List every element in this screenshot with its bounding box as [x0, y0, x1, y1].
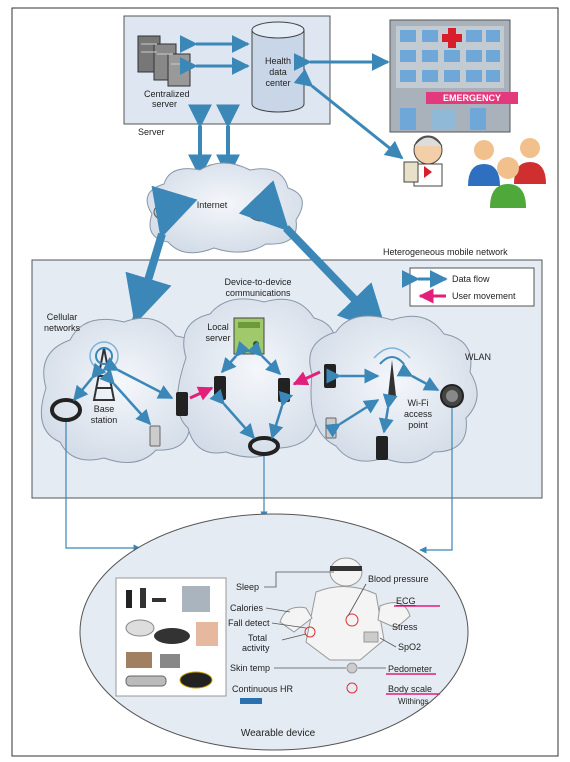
label-stress: Stress [392, 622, 418, 632]
health-data-center-label: Health [265, 56, 291, 66]
doctor-icon [403, 135, 443, 187]
fitness-band-icon [248, 436, 280, 456]
flow-arrow [268, 390, 294, 440]
centralized-server-label: Centralized [144, 89, 190, 99]
local-server-icon [233, 317, 265, 355]
flow-arrow [238, 180, 388, 334]
cellular-label-2: networks [44, 323, 81, 333]
fitness-band-icon [50, 398, 82, 422]
phone-icon [376, 436, 388, 460]
flow-arrow [209, 388, 255, 440]
label-ecg: ECG [396, 596, 416, 606]
movement-arrow [292, 370, 321, 386]
d2d-label-2: communications [225, 288, 291, 298]
wlan-label: WLAN [465, 352, 491, 362]
router-icon [247, 202, 277, 222]
wifi-label-2: access [404, 409, 433, 419]
connector-line [65, 422, 141, 552]
internet-label: Internet [197, 200, 228, 210]
legend-user-movement: User movement [452, 291, 516, 301]
hospital-sign: EMERGENCY [443, 93, 501, 103]
leader-line [379, 637, 397, 648]
server-title: Server [138, 127, 165, 137]
label-withings: Withings [398, 697, 429, 706]
flow-arrow [293, 68, 404, 160]
wifi-access-point-icon [373, 347, 411, 396]
label-blood-pressure: Blood pressure [368, 574, 429, 584]
server-panel: Centralized server Health data center [123, 15, 331, 125]
flow-arrow [378, 393, 398, 434]
leader-line [264, 571, 334, 588]
leader-line [347, 583, 367, 617]
flow-arrow [396, 362, 440, 392]
wifi-label: Wi-Fi [408, 398, 429, 408]
centralized-server-icon [137, 35, 191, 87]
flow-arrow [324, 398, 380, 438]
label-spo2: SpO2 [398, 642, 421, 652]
wearable-title: Wearable device [241, 728, 316, 739]
wifi-label-3: point [408, 420, 428, 430]
phone-icon [325, 417, 337, 439]
cellular-label: Cellular [47, 312, 78, 322]
base-station-label: Base [94, 404, 115, 414]
phone-icon [149, 425, 161, 447]
label-total-activity-2: activity [242, 643, 270, 653]
d2d-label: Device-to-device [224, 277, 291, 287]
legend: Data flow User movement [401, 267, 535, 307]
label-fall-detect: Fall detect [228, 618, 270, 628]
health-data-center-label-3: center [265, 78, 290, 88]
brand-logo [240, 698, 262, 704]
local-server-label-2: server [205, 333, 230, 343]
flow-arrow [73, 362, 107, 402]
phone-icon [176, 392, 188, 416]
human-body-figure [279, 557, 411, 694]
connector-line [419, 408, 453, 554]
label-pedometer: Pedometer [388, 664, 432, 674]
smartwatch-icon [440, 384, 464, 408]
hospital-icon: EMERGENCY [389, 19, 518, 133]
label-calories: Calories [230, 603, 264, 613]
phone-icon [278, 378, 290, 402]
movement-arrow [189, 386, 214, 401]
label-sleep: Sleep [236, 582, 259, 592]
phone-icon [324, 364, 336, 388]
flow-arrow [125, 185, 198, 325]
phone-icon [214, 376, 226, 400]
leader-line [265, 607, 291, 613]
label-body-scale: Body scale [388, 684, 432, 694]
centralized-server-label-2: server [152, 99, 177, 109]
flow-arrow [99, 368, 152, 426]
label-continuous-hr: Continuous HR [232, 684, 294, 694]
leader-line [281, 633, 307, 641]
local-server-label: Local [207, 322, 229, 332]
router-icon [153, 202, 183, 222]
leader-line [271, 622, 307, 629]
flow-arrow [247, 341, 282, 376]
health-data-center-label-2: data [269, 67, 287, 77]
wearable-products-image [115, 577, 227, 697]
label-total-activity: Total [248, 633, 267, 643]
flow-arrow [221, 340, 251, 374]
label-skin-temp: Skin temp [230, 663, 270, 673]
network-title: Heterogeneous mobile network [383, 247, 508, 257]
people-icon [468, 138, 546, 208]
legend-data-flow: Data flow [452, 274, 490, 284]
base-station-label-2: station [91, 415, 118, 425]
